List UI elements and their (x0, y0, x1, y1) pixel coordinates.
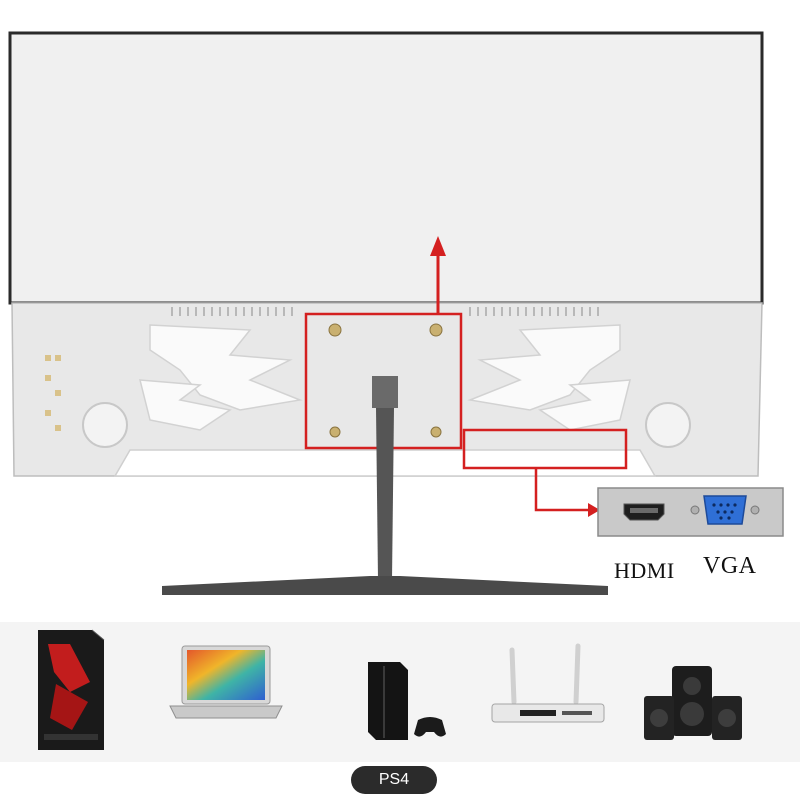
stand-hinge (372, 376, 398, 408)
compatible-devices-row (0, 622, 800, 762)
vga-label: VGA (703, 553, 757, 579)
ps4-caption-badge: PS4 (351, 766, 437, 794)
vesa-screw-icon (329, 426, 341, 438)
left-speaker-grille (82, 402, 128, 448)
ps4-console-icon (368, 662, 446, 740)
port-arrow-line (534, 468, 590, 512)
right-speaker-grille (645, 402, 691, 448)
laptop-icon (169, 645, 283, 719)
vga-port-icon (690, 495, 760, 525)
monitor-illustration (8, 31, 784, 595)
set-top-box-icon (491, 643, 605, 723)
port-highlight (462, 428, 628, 470)
vent-grille (171, 307, 599, 316)
vesa-screw-icon (328, 323, 342, 337)
hdmi-port-icon (623, 503, 665, 521)
speakers-icon (644, 666, 742, 740)
gaming-pc-tower-icon (38, 629, 105, 750)
up-arrow-icon (430, 236, 446, 256)
vesa-screw-icon (429, 323, 443, 337)
back-panel-pattern (139, 324, 631, 431)
stand-base (162, 576, 608, 595)
side-ornament (45, 355, 61, 431)
monitor-screen-back (8, 31, 764, 305)
hdmi-label: HDMI (614, 558, 675, 583)
stand-neck (376, 408, 394, 580)
port-arrow-icon (588, 503, 600, 517)
vesa-screw-icon (430, 426, 442, 438)
